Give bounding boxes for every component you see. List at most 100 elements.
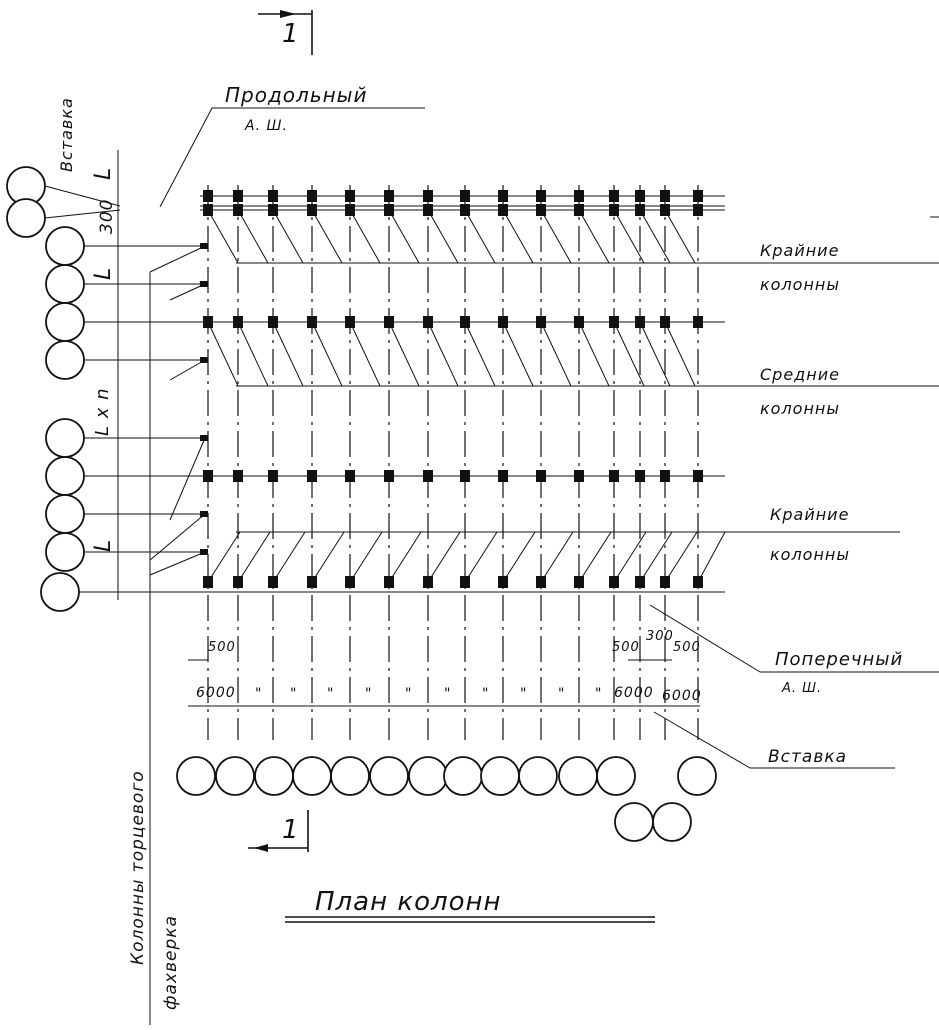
column-mark: [536, 470, 546, 482]
section-mark-top: 1: [258, 10, 313, 55]
column-mark: [635, 470, 645, 482]
insert-axis-bubble: [614, 802, 654, 842]
label-edge-bottom-2: колонны: [770, 545, 850, 564]
dim-500-far: 500: [673, 640, 701, 655]
row-axis-bubbles: [6, 166, 85, 612]
dim-L-3: L: [91, 539, 116, 552]
row-axis-leaders: [44, 150, 206, 1025]
label-middle-2: колонны: [760, 399, 840, 418]
axis-bubble: [254, 756, 294, 796]
right-labels: Крайние колонны Средние колонны Крайние …: [649, 216, 939, 769]
label-longitudinal-2: А. Ш.: [244, 118, 288, 134]
ditto-mark: ": [290, 686, 297, 702]
ditto-mark: ": [482, 686, 489, 702]
axis-bubble: [330, 756, 370, 796]
section-mark-bottom: 1: [248, 810, 309, 852]
column-mark: [574, 470, 584, 482]
column-mark: [536, 190, 546, 202]
section-mark-bottom-label: 1: [282, 815, 300, 845]
ditto-mark: ": [255, 686, 262, 702]
column-axis-bubbles: [176, 756, 717, 842]
title-text: План колонн: [315, 887, 502, 917]
insert-axis-bubble: [652, 802, 692, 842]
column-mark: [574, 190, 584, 202]
column-mark: [460, 470, 470, 482]
column-mark: [609, 190, 619, 202]
column-mark: [693, 316, 703, 328]
column-mark: [609, 470, 619, 482]
axis-bubble: [369, 756, 409, 796]
ditto-mark: ": [405, 686, 412, 702]
column-mark: [660, 190, 670, 202]
label-edge-top-1: Крайние: [760, 241, 839, 260]
column-mark: [498, 190, 508, 202]
label-transverse-1: Поперечный: [775, 649, 903, 670]
column-mark: [635, 190, 645, 202]
ditto-marks: " " " " " " " " " ": [255, 686, 602, 702]
column-mark: [693, 470, 703, 482]
column-mark: [460, 190, 470, 202]
label-end-frame-1: Колонны торцевого: [128, 770, 148, 965]
column-mark: [233, 190, 243, 202]
axis-bubble: [677, 756, 717, 796]
column-mark: [345, 470, 355, 482]
ditto-mark: ": [520, 686, 527, 702]
label-insert-bottom: Вставка: [768, 747, 847, 767]
column-mark: [423, 470, 433, 482]
axis-bubble: [480, 756, 520, 796]
dim-L-1: L: [91, 167, 116, 180]
axis-bubble: [292, 756, 332, 796]
ditto-mark: ": [444, 686, 451, 702]
label-end-frame-2: фахверка: [161, 915, 181, 1010]
label-insert-left: Вставка: [57, 97, 76, 172]
label-middle-1: Средние: [760, 365, 840, 384]
ditto-mark: ": [595, 686, 602, 702]
column-mark: [307, 470, 317, 482]
column-mark: [268, 190, 278, 202]
column-mark: [307, 190, 317, 202]
dim-300-left: 300: [97, 199, 117, 234]
axis-bubble: [443, 756, 483, 796]
dim-300: 300: [646, 629, 674, 644]
column-mark: [423, 190, 433, 202]
column-mark: [498, 470, 508, 482]
label-longitudinal-axis: Продольный А. Ш.: [159, 83, 425, 208]
label-transverse-2: А. Ш.: [781, 681, 822, 696]
axis-bubble: [596, 756, 636, 796]
bottom-dimensions: 500 500 300 500 6000 " " " " " " " " " " 6000 600…: [188, 629, 702, 707]
column-mark: [384, 190, 394, 202]
left-dimension-labels: L 300 L L x n L: [91, 167, 117, 552]
column-mark: [233, 470, 243, 482]
column-mark: [384, 470, 394, 482]
dim-6000-mid: 6000: [614, 685, 654, 701]
dim-L-2: L: [91, 267, 116, 280]
dim-Lxn: L x n: [92, 387, 113, 436]
dim-500-left: 500: [208, 640, 236, 655]
axis-bubble: [408, 756, 448, 796]
ditto-mark: ": [558, 686, 565, 702]
axis-bubble: [558, 756, 598, 796]
label-edge-top-2: колонны: [760, 275, 840, 294]
column-mark: [203, 190, 213, 202]
dim-500-right: 500: [612, 640, 640, 655]
label-longitudinal-1: Продольный: [225, 83, 367, 107]
dim-6000-first: 6000: [196, 685, 236, 701]
axis-bubble: [176, 756, 216, 796]
axis-bubble: [215, 756, 255, 796]
label-edge-bottom-1: Крайние: [770, 505, 849, 524]
column-mark: [345, 190, 355, 202]
column-mark: [693, 190, 703, 202]
ditto-mark: ": [327, 686, 334, 702]
drawing-title: План колонн: [285, 887, 655, 923]
axis-bubble: [518, 756, 558, 796]
column-grid: [200, 185, 939, 740]
dim-6000-last: 6000: [662, 688, 702, 704]
column-mark: [660, 470, 670, 482]
ditto-mark: ": [365, 686, 372, 702]
column-mark: [203, 470, 213, 482]
column-mark: [693, 204, 703, 216]
section-mark-top-label: 1: [282, 19, 300, 49]
column-mark: [268, 470, 278, 482]
